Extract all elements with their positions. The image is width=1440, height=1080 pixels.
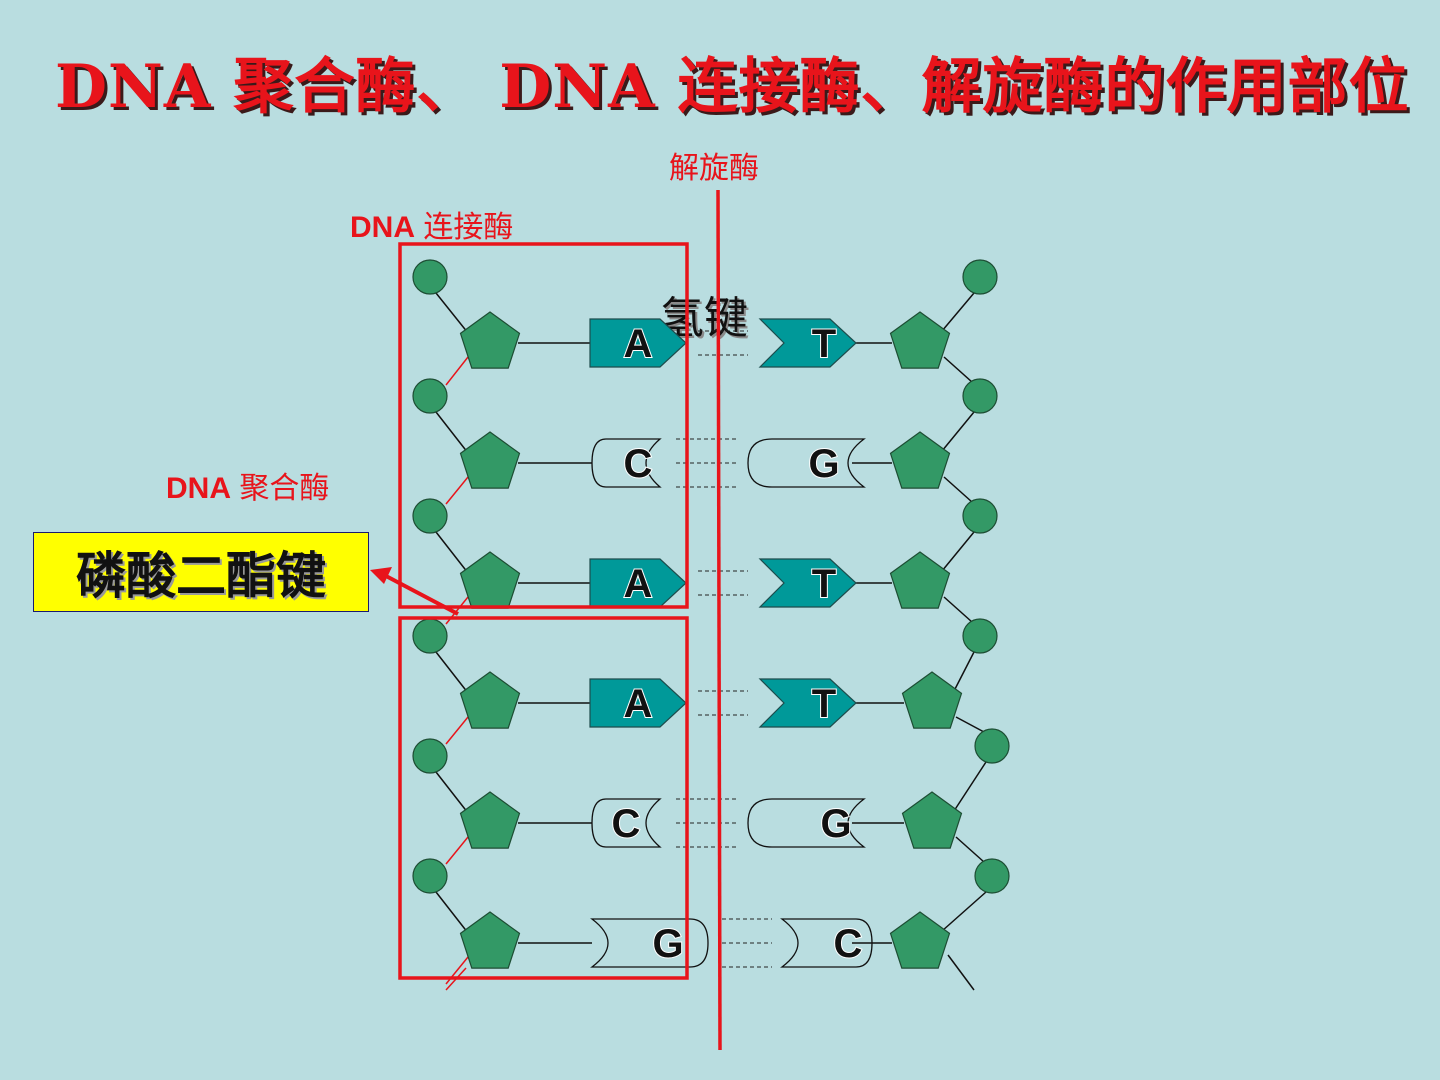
- base-letter-right: C: [834, 922, 863, 966]
- callout-arrow-head: [370, 567, 392, 584]
- deoxyribose-pentagon: [459, 791, 521, 849]
- base-letter-left: G: [652, 922, 683, 966]
- polymerase-region-box: [398, 616, 689, 980]
- ligase-label-prefix: DNA: [350, 211, 415, 244]
- deoxyribose-pentagon: [889, 911, 951, 969]
- base-letter-right: T: [812, 682, 836, 726]
- polymerase-label-prefix: DNA: [166, 472, 231, 505]
- base-shape: [591, 438, 662, 488]
- backbone-link: [955, 716, 985, 733]
- deoxyribose-pentagon: [459, 911, 521, 969]
- base-shape: [590, 918, 709, 968]
- ligase-region-box: [398, 242, 689, 609]
- deoxyribose-pentagon: [459, 311, 521, 369]
- backbone-link: [435, 531, 469, 574]
- deoxyribose-pentagon: [459, 431, 521, 489]
- base-shape: [589, 558, 687, 608]
- backbone-link: [435, 411, 469, 454]
- phosphodiester-link: [445, 836, 469, 865]
- backbone-link: [953, 761, 987, 812]
- deoxyribose-pentagon: [901, 671, 963, 729]
- phosphate-circle: [412, 858, 448, 894]
- base-letter-right: T: [812, 322, 836, 366]
- base-letter-left: A: [624, 562, 653, 606]
- phosphate-circle: [962, 618, 998, 654]
- phosphate-circle: [962, 259, 998, 295]
- base-letter-left: C: [624, 442, 653, 486]
- phosphate-circle: [412, 498, 448, 534]
- backbone-link: [943, 356, 973, 383]
- base-letter-right: G: [820, 802, 851, 846]
- base-shape: [589, 678, 687, 728]
- helicase-label: 解旋酶: [669, 152, 759, 185]
- phosphate-circle: [962, 378, 998, 414]
- backbone-link: [941, 891, 987, 932]
- helicase-line: [716, 189, 722, 1051]
- base-letter-left: C: [612, 802, 641, 846]
- deoxyribose-pentagon: [889, 311, 951, 369]
- backbone-link: [941, 411, 975, 452]
- deoxyribose-pentagon: [889, 551, 951, 609]
- base-shape: [758, 678, 857, 728]
- backbone-link: [941, 531, 975, 572]
- base-shape: [747, 438, 866, 488]
- phosphodiester-link: [445, 476, 469, 505]
- phosphate-circle: [974, 858, 1010, 894]
- backbone-link: [953, 651, 975, 692]
- phosphate-circle: [974, 728, 1010, 764]
- ligase-label-name: 连接酶: [423, 211, 514, 244]
- backbone-link: [941, 292, 975, 332]
- backbone-link: [435, 651, 469, 694]
- backbone-link: [947, 954, 975, 991]
- phosphate-circle: [412, 259, 448, 295]
- phosphate-circle: [412, 738, 448, 774]
- deoxyribose-pentagon: [901, 791, 963, 849]
- backbone-link: [435, 292, 469, 334]
- base-shape: [758, 558, 857, 608]
- polymerase-label: DNA 聚合酶: [166, 463, 329, 507]
- page-title: DNA 聚合酶、 DNA 连接酶、解旋酶的作用部位: [55, 52, 1410, 122]
- phosphate-circle: [962, 498, 998, 534]
- phosphodiester-bond-callout: 磷酸二酯键: [33, 532, 369, 612]
- backbone-link: [943, 476, 973, 503]
- base-shape: [591, 798, 662, 848]
- base-shape: [758, 318, 857, 368]
- base-shape: [589, 318, 687, 368]
- backbone-link: [435, 891, 469, 934]
- deoxyribose-pentagon: [889, 431, 951, 489]
- base-letter-left: A: [624, 682, 653, 726]
- deoxyribose-pentagon: [459, 671, 521, 729]
- backbone-link: [943, 596, 973, 623]
- backbone-link: [435, 771, 469, 814]
- phosphodiester-link: [445, 356, 469, 386]
- callout-arrow-shaft: [385, 574, 459, 616]
- base-shape: [780, 918, 873, 968]
- base-letter-left: A: [624, 322, 653, 366]
- phosphate-circle: [412, 618, 448, 654]
- polymerase-label-name: 聚合酶: [239, 472, 330, 505]
- deoxyribose-pentagon: [459, 551, 521, 609]
- ligase-label: DNA 连接酶: [350, 202, 513, 246]
- phosphodiester-link: [445, 716, 469, 745]
- base-letter-right: T: [812, 562, 836, 606]
- backbone-link: [955, 836, 985, 863]
- base-letter-right: G: [808, 442, 839, 486]
- base-shape: [747, 798, 866, 848]
- phosphate-circle: [412, 378, 448, 414]
